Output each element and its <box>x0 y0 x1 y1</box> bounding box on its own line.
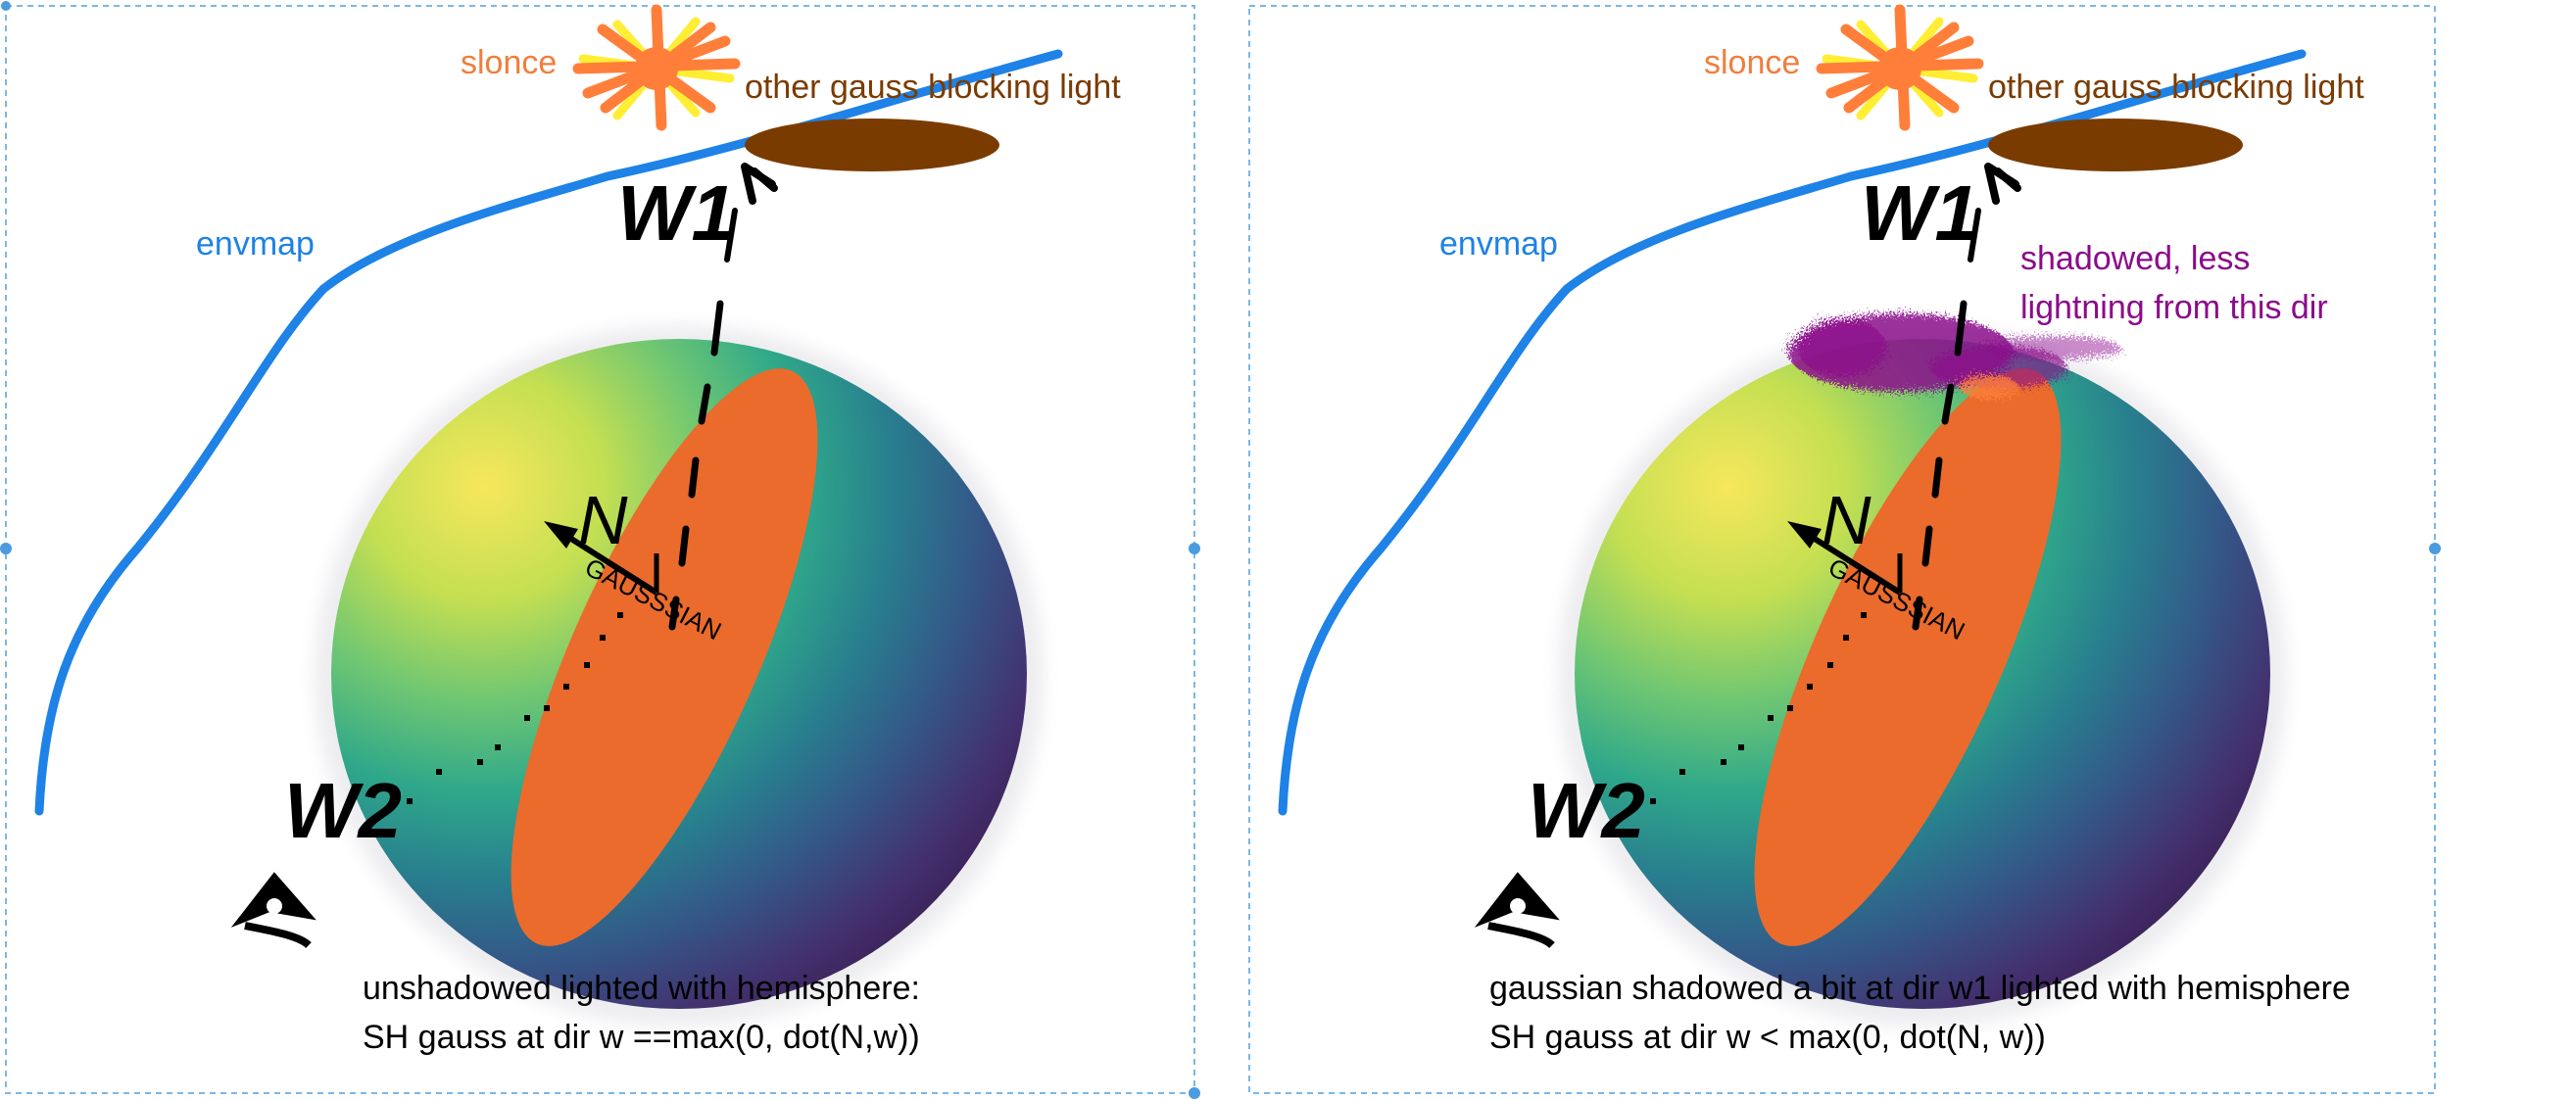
blocker-ellipse <box>745 119 999 171</box>
corner-handle[interactable] <box>1 1 11 11</box>
normal-label: N <box>1822 482 1871 558</box>
shadow-note-line-1: shadowed, less <box>2020 240 2250 277</box>
w1-label: W1 <box>1861 169 1978 257</box>
caption-line-2: SH gauss at dir w < max(0, dot(N, w)) <box>1489 1019 2046 1056</box>
selection-handles[interactable] <box>0 1 2441 1099</box>
envmap-label: envmap <box>1439 225 1558 263</box>
blocker-ellipse <box>1988 119 2243 171</box>
sun-icon <box>1816 4 1984 131</box>
w2-label: W2 <box>284 767 402 854</box>
left-selection-frame <box>5 5 1195 1094</box>
w2-ray <box>1650 612 1867 804</box>
viewer-eye-icon <box>230 872 316 949</box>
left-handle[interactable] <box>0 543 12 554</box>
right-panel: slonce other gauss blocking light envmap… <box>1278 4 2364 1056</box>
caption-line-2: SH gauss at dir w ==max(0, dot(N,w)) <box>363 1019 920 1056</box>
envmap-label: envmap <box>196 225 315 263</box>
w1-arrow-head <box>1984 163 2021 205</box>
caption-line-1: unshadowed lighted with hemisphere: <box>363 970 920 1007</box>
normal-arrow <box>544 521 659 596</box>
caption-line-1: gaussian shadowed a bit at dir w1 lighte… <box>1489 970 2351 1007</box>
w1-ray <box>1912 208 1981 631</box>
viewer-eye-icon <box>1474 872 1560 949</box>
blocker-label: other gauss blocking light <box>745 69 1121 106</box>
left-panel: slonce other gauss blocking light envmap… <box>34 4 1121 1056</box>
blocker-label: other gauss blocking light <box>1988 69 2364 106</box>
gaussian-ellipse <box>1754 368 2062 946</box>
right-handle[interactable] <box>2429 543 2441 554</box>
w2-ray <box>407 612 623 804</box>
w1-label: W1 <box>617 169 735 257</box>
w1-ray <box>668 208 738 631</box>
normal-arrow <box>1787 521 1903 596</box>
shadow-note-line-2: lightning from this dir <box>2020 289 2328 326</box>
mid-handle-left[interactable] <box>1189 543 1200 554</box>
normal-label: N <box>578 482 628 558</box>
w1-arrow-head <box>741 163 778 205</box>
sun-label: slonce <box>461 44 557 81</box>
gaussian-ellipse <box>510 368 818 946</box>
bottom-handle[interactable] <box>1189 1087 1200 1099</box>
w2-label: W2 <box>1528 767 1645 854</box>
sun-label: slonce <box>1704 44 1800 81</box>
sun-icon <box>572 4 741 131</box>
